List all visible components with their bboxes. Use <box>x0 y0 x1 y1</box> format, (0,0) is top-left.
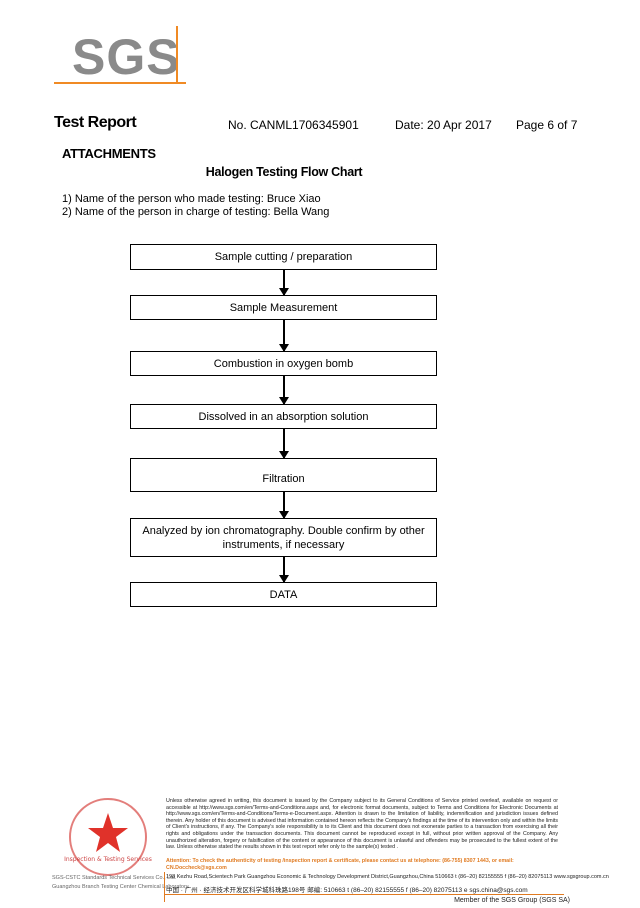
arrow-down <box>279 429 289 459</box>
supervisor-name: 2) Name of the person in charge of testi… <box>62 206 330 218</box>
report-title: Test Report <box>54 114 137 131</box>
legal-disclaimer: Unless otherwise agreed in writing, this… <box>166 798 558 851</box>
company-stamp: Inspection & Testing Services <box>52 795 164 883</box>
address-chinese: 中国 · 广州 · 经济技术开发区科学城科珠路198号 邮编: 510663 t… <box>166 887 528 894</box>
footer-rule <box>164 894 564 895</box>
svg-text:Inspection & Testing Services: Inspection & Testing Services <box>64 856 152 863</box>
logo-text: SGS <box>72 29 181 85</box>
company-line: Guangzhou Branch Testing Center Chemical… <box>52 884 189 890</box>
arrow-down <box>279 270 289 296</box>
flow-step: DATA <box>130 582 437 607</box>
arrow-down <box>279 557 289 583</box>
flow-step: Dissolved in an absorption solution <box>130 404 437 429</box>
page-number: Page 6 of 7 <box>516 118 578 132</box>
flow-step: Sample Measurement <box>130 295 437 320</box>
arrow-down <box>279 376 289 405</box>
company-name: SGS-CSTC Standards Technical Services Co… <box>52 874 189 892</box>
arrow-down <box>279 320 289 352</box>
company-line: SGS-CSTC Standards Technical Services Co… <box>52 875 177 881</box>
arrow-down <box>279 492 289 519</box>
footer-divider <box>164 872 165 902</box>
sgs-logo: SGS <box>54 26 186 86</box>
flow-step: Sample cutting / preparation <box>130 244 437 270</box>
report-date: Date: 20 Apr 2017 <box>395 118 492 132</box>
flow-step: Analyzed by ion chromatography. Double c… <box>130 518 437 557</box>
logo-line <box>176 26 178 84</box>
address-english: 198 Kezhu Road,Scientech Park Guangzhou … <box>166 874 609 880</box>
authenticity-notice: Attention: To check the authenticity of … <box>166 858 514 871</box>
flow-chart-title: Halogen Testing Flow Chart <box>205 165 363 179</box>
tester-name: 1) Name of the person who made testing: … <box>62 193 321 205</box>
flow-step: Combustion in oxygen bomb <box>130 351 437 376</box>
flow-step: Filtration <box>130 458 437 492</box>
logo-line <box>54 82 186 84</box>
report-number: No. CANML1706345901 <box>228 118 359 132</box>
section-heading: ATTACHMENTS <box>62 146 156 161</box>
member-note: Member of the SGS Group (SGS SA) <box>454 897 570 904</box>
